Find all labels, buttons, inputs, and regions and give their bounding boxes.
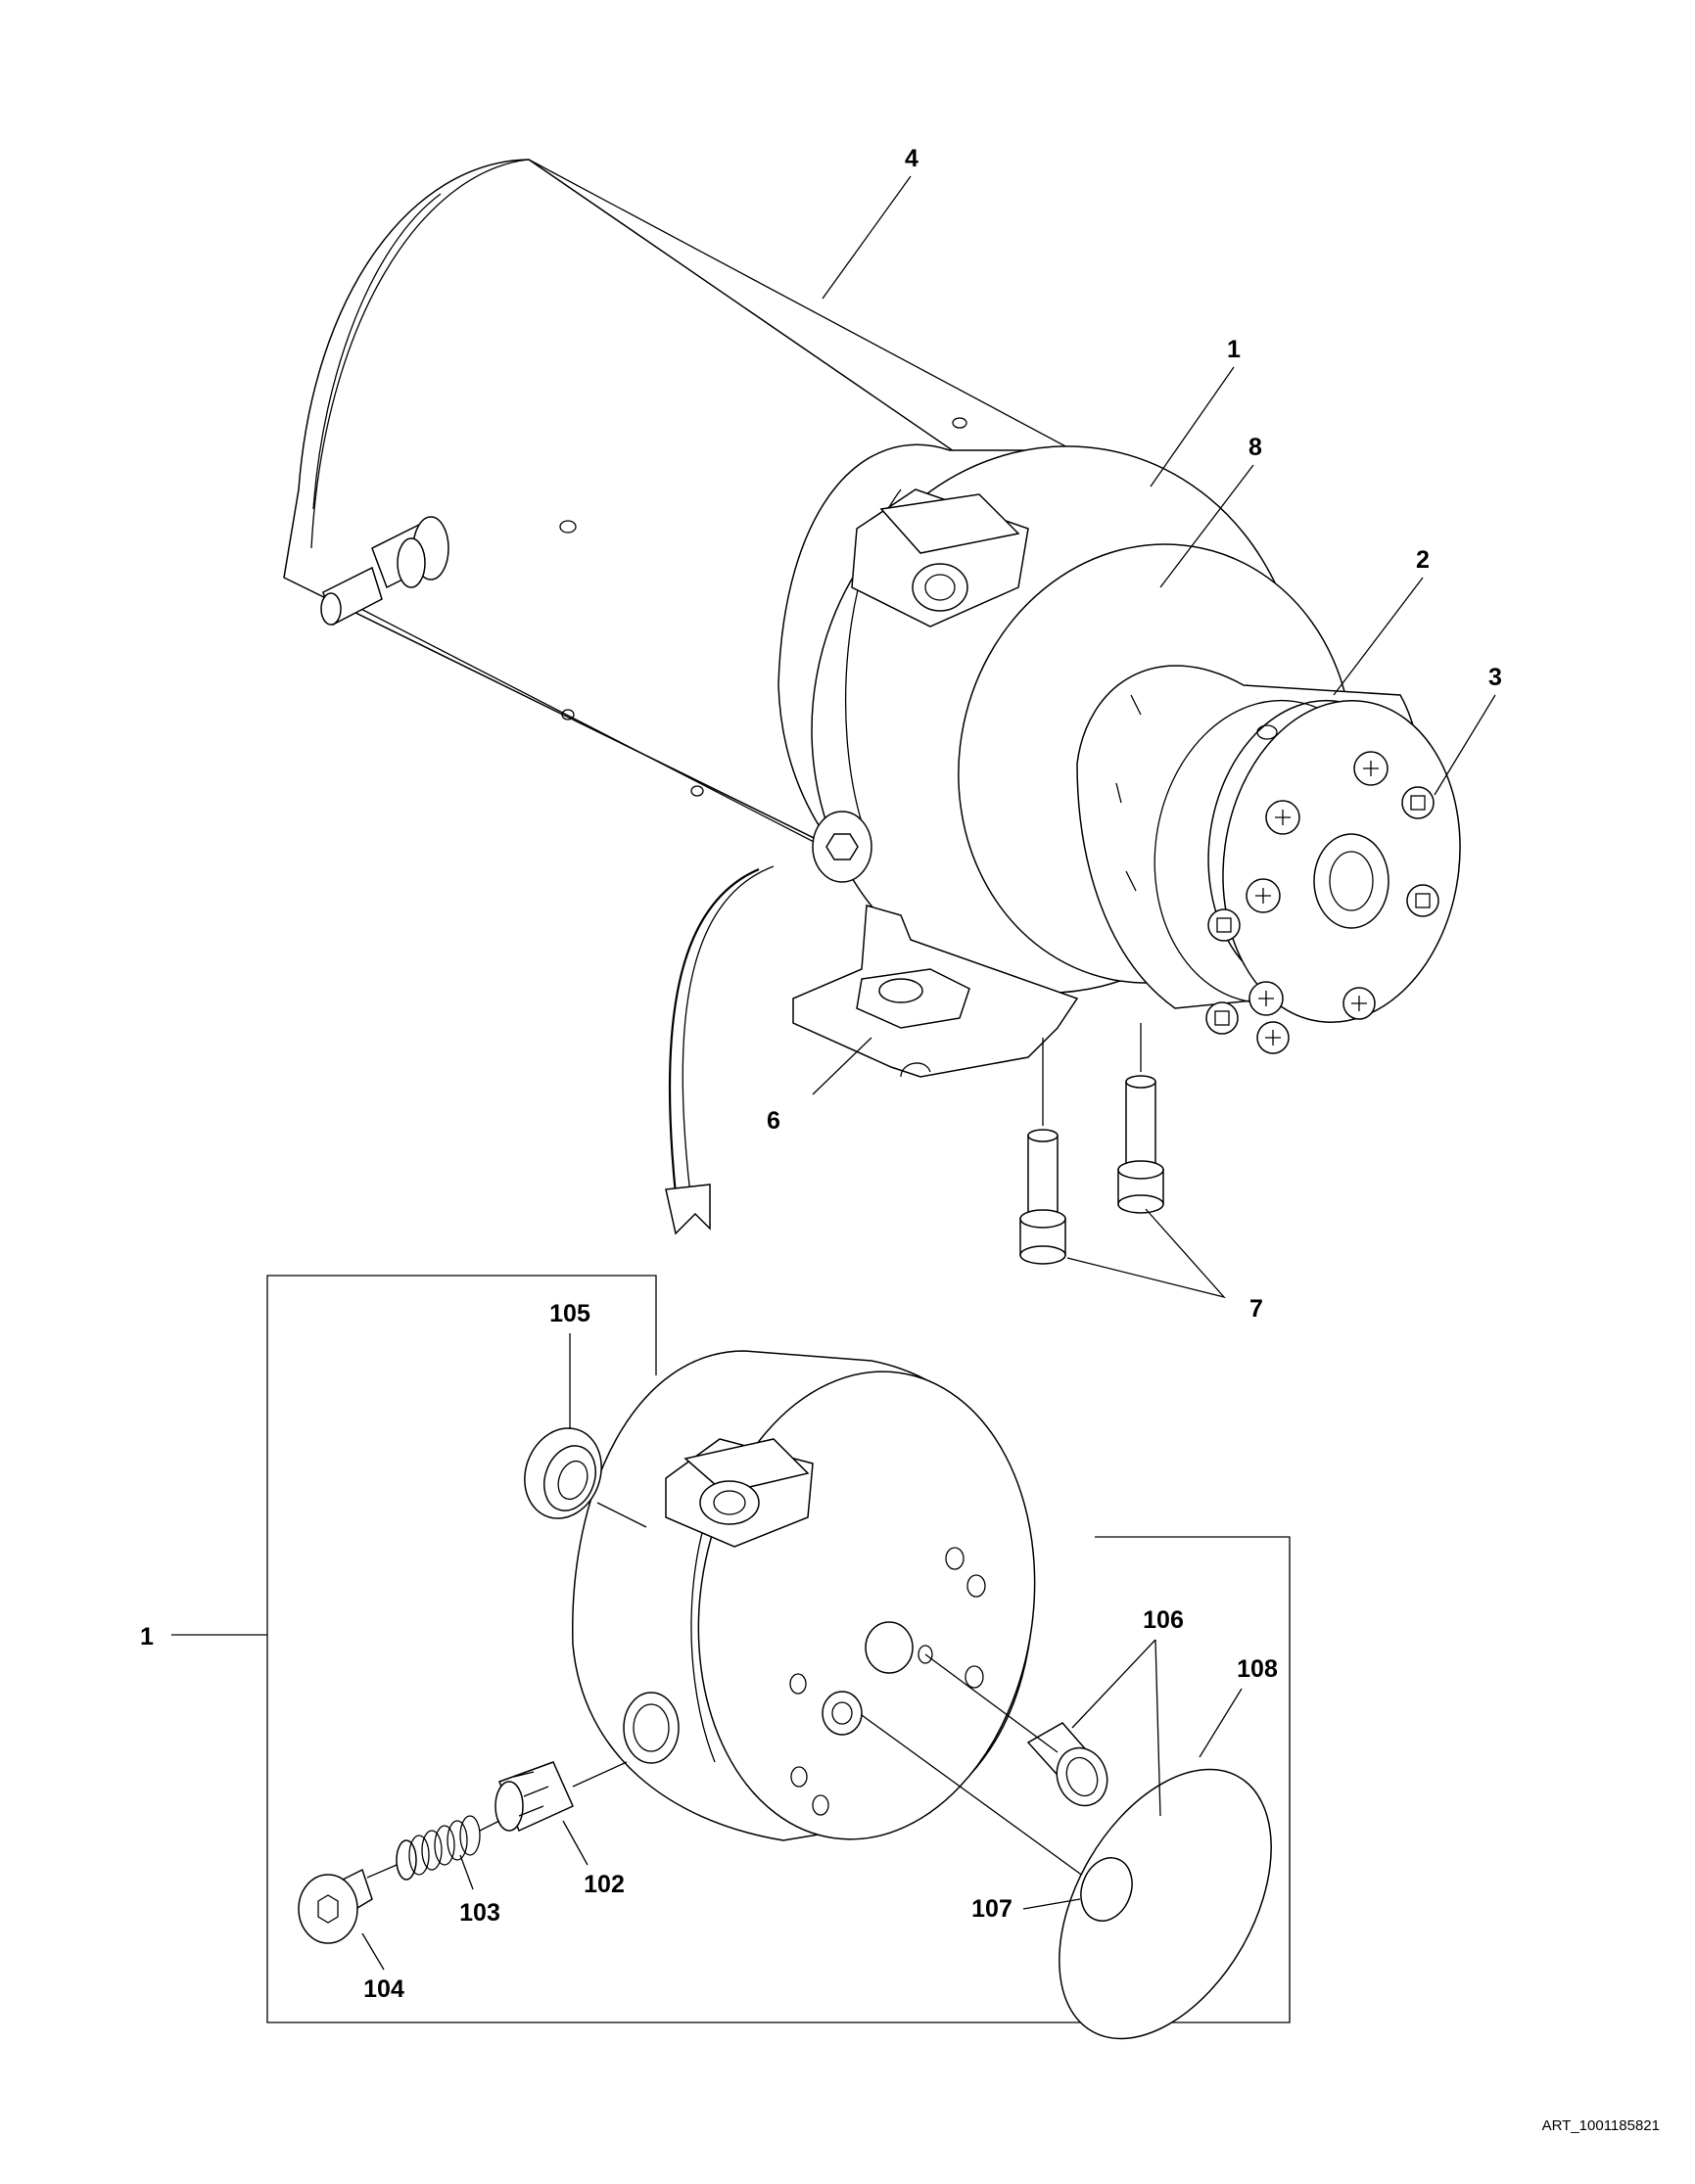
part-108-o-ring bbox=[1059, 1768, 1272, 2040]
detail-small-parts bbox=[298, 1427, 1272, 2040]
callout-labels: 4 1 8 2 3 6 7 1 105 106 108 102 103 104 … bbox=[140, 145, 1660, 2134]
part-105-seal bbox=[524, 1427, 647, 1528]
callout-4: 4 bbox=[905, 145, 918, 172]
callout-3: 3 bbox=[1488, 664, 1502, 691]
callout-104: 104 bbox=[363, 1975, 404, 2003]
detail-frame bbox=[171, 1275, 1291, 2023]
leader-lines-upper bbox=[812, 175, 1496, 1299]
leader-lines-detail bbox=[361, 1333, 1243, 1971]
motor-pump-assembly bbox=[283, 159, 1461, 1265]
callout-2: 2 bbox=[1416, 546, 1430, 574]
part-102-valve bbox=[494, 1761, 628, 1833]
callout-1-detail: 1 bbox=[140, 1623, 154, 1650]
mounting-foot bbox=[792, 905, 1079, 1078]
callout-7: 7 bbox=[1249, 1295, 1263, 1323]
part-107-small-o-ring bbox=[1080, 1857, 1133, 1922]
art-reference: ART_1001185821 bbox=[1542, 2117, 1660, 2134]
callout-107: 107 bbox=[971, 1895, 1012, 1923]
callout-6: 6 bbox=[767, 1107, 780, 1135]
callout-102: 102 bbox=[584, 1871, 625, 1898]
part-103-spring bbox=[396, 1815, 500, 1881]
face-screws bbox=[1205, 751, 1439, 1054]
cable-gland bbox=[320, 516, 449, 627]
pump-head-face bbox=[1205, 700, 1461, 1054]
detail-housing bbox=[572, 1350, 1036, 1841]
callout-105: 105 bbox=[549, 1300, 590, 1327]
callout-106: 106 bbox=[1143, 1606, 1184, 1634]
detail-arrow bbox=[665, 865, 775, 1235]
callout-108: 108 bbox=[1237, 1655, 1278, 1683]
callout-8: 8 bbox=[1248, 434, 1262, 461]
callout-103: 103 bbox=[459, 1899, 500, 1927]
callout-1-top: 1 bbox=[1227, 336, 1241, 363]
part-104-plug bbox=[298, 1864, 398, 1944]
bolts bbox=[1019, 1023, 1164, 1265]
